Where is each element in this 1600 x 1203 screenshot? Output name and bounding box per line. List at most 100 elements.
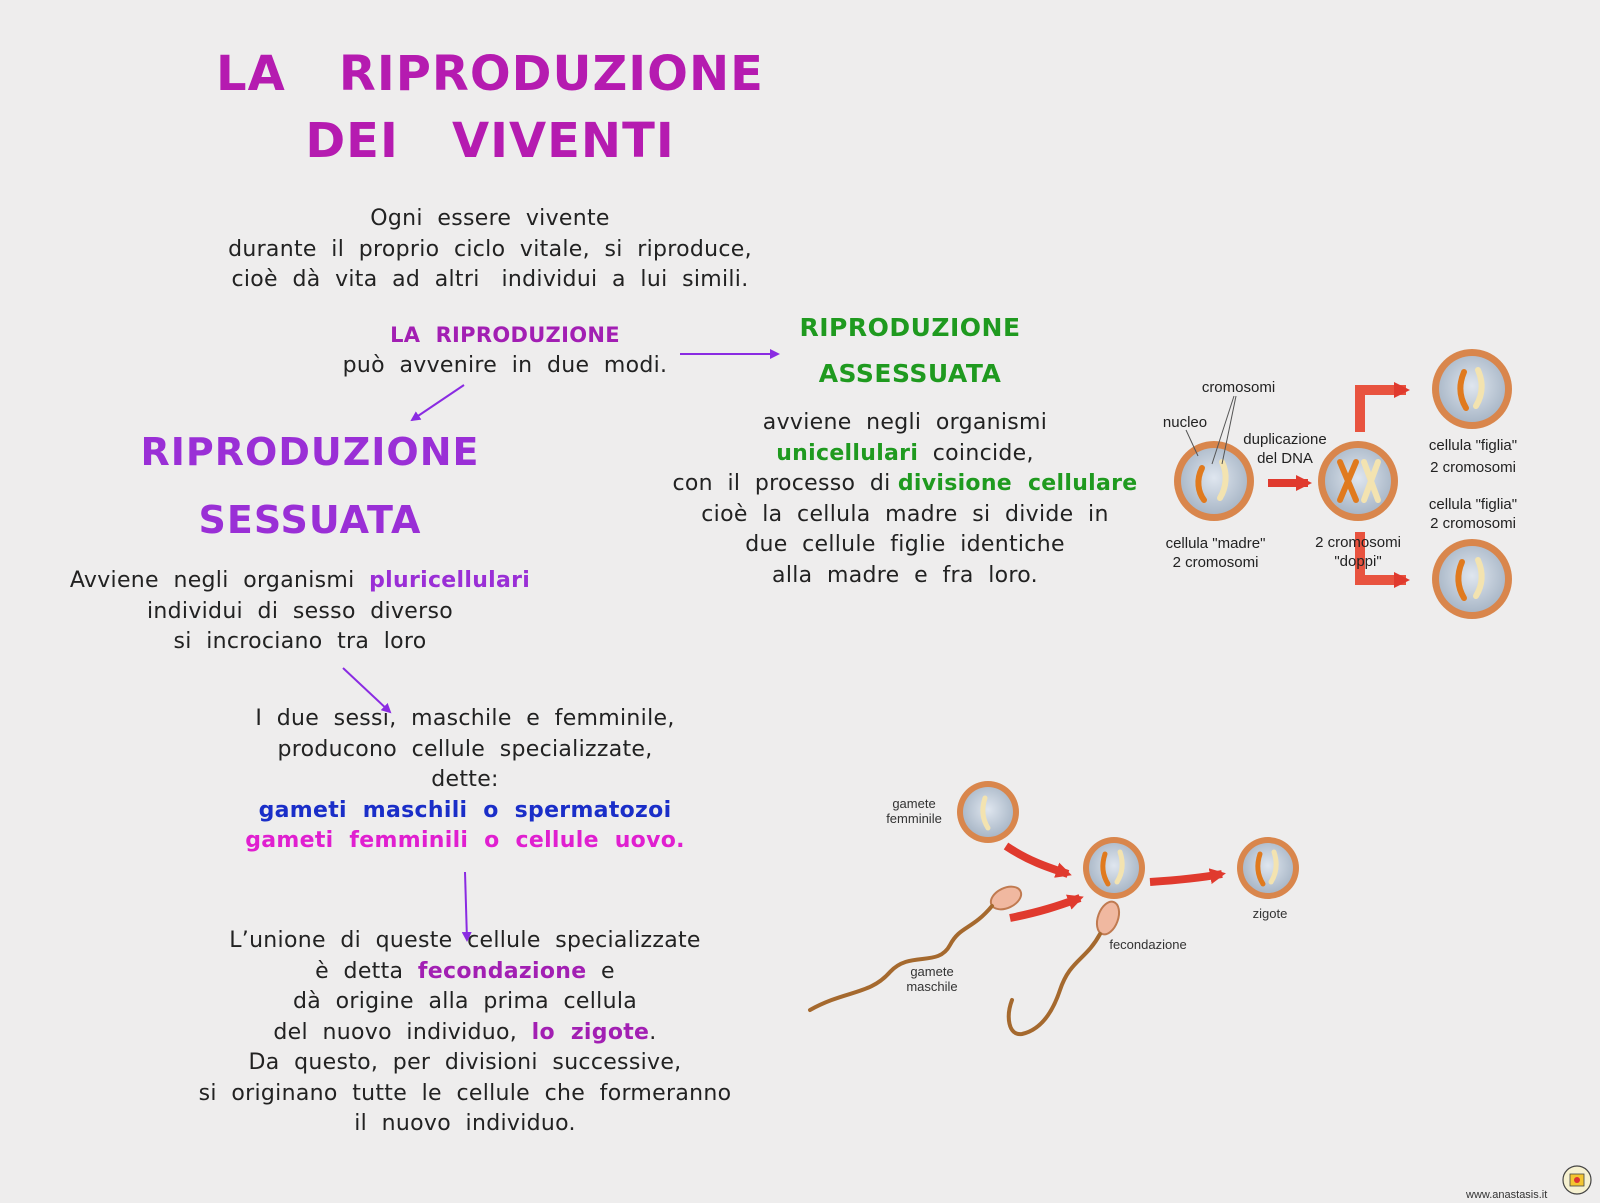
intro-line: cioè dà vita ad altri individui a lui si… <box>231 267 749 292</box>
label-cromosomi-doppi: 2 cromosomi "doppi" <box>1298 533 1418 571</box>
asexual-heading-line-1: RIPRODUZIONE <box>799 313 1021 342</box>
asexual-line: avviene negli organismi <box>762 410 1048 435</box>
union-line: è detta fecondazione e <box>160 957 770 988</box>
fertilization-arrow <box>1009 894 1084 922</box>
union-line: del nuovo individuo, lo zigote. <box>160 1018 770 1049</box>
gametes-line: I due sessi, maschile e femminile, <box>255 706 675 731</box>
label-doppi-line-1: 2 cromosomi <box>1315 534 1401 551</box>
label-figlia-top-line-1: cellula "figlia" <box>1428 437 1518 454</box>
sexual-heading-line-1: RIPRODUZIONE <box>140 430 480 474</box>
sexual-line: individui di sesso diverso <box>146 598 453 624</box>
fertilization-diagram <box>808 781 1299 1037</box>
asexual-heading-line-2: ASSESSUATA <box>818 359 1002 388</box>
daughter-cell-bottom-icon <box>1432 539 1512 619</box>
two-ways-block: LA RIPRODUZIONE può avvenire in due modi… <box>305 320 705 381</box>
footer-site: www.anastasis.it <box>1466 1189 1548 1201</box>
label-madre-line-2: 2 cromosomi <box>1172 554 1259 571</box>
male-gamete-entering-icon <box>1006 900 1121 1037</box>
label-zigote: zigote <box>1252 906 1288 921</box>
union-line-post: e <box>586 958 615 984</box>
label-duplicazione: duplicazione del DNA <box>1230 430 1340 468</box>
gametes-paragraph: I due sessi, maschile e femminile, produ… <box>190 704 740 857</box>
union-paragraph: L’unione di queste cellule specializzate… <box>160 926 770 1140</box>
intro-line: Ogni essere vivente <box>370 206 610 231</box>
label-cellula-figlia-bottom: cellula "figlia" 2 cromosomi <box>1408 495 1538 533</box>
label-cromosomi: cromosomi <box>1201 379 1276 396</box>
label-madre-line-1: cellula "madre" <box>1165 535 1266 552</box>
doubled-chromosome-cell-icon <box>1318 441 1398 521</box>
union-line: dà origine alla prima cellula <box>292 989 638 1014</box>
label-fecondazione: fecondazione <box>1109 937 1187 952</box>
daughter-cell-top-icon <box>1432 349 1512 429</box>
zygote-icon <box>1237 837 1299 899</box>
female-gametes: gameti femminili o cellule uovo. <box>245 828 685 853</box>
label-gamete-f-line-2: femminile <box>886 811 942 826</box>
gametes-line: dette: <box>431 767 499 792</box>
sexual-heading-line-2: SESSUATA <box>198 498 422 542</box>
label-duplicazione-line-2: del DNA <box>1257 450 1313 467</box>
asexual-keyword: divisione cellulare <box>897 471 1138 496</box>
union-line: il nuovo individuo. <box>354 1111 576 1136</box>
asexual-paragraph: avviene negli organismi unicellulari coi… <box>640 408 1170 591</box>
intro-line: durante il proprio ciclo vitale, si ripr… <box>228 236 752 262</box>
label-gamete-femminile: gamete femminile <box>874 796 954 826</box>
label-cellula-figlia-top: cellula "figlia" 2 cromosomi <box>1408 436 1538 477</box>
label-gamete-maschile: gamete maschile <box>892 964 972 994</box>
arrow-to-union <box>461 871 472 942</box>
intro-paragraph: Ogni essere vivente durante il proprio c… <box>170 204 810 296</box>
two-ways-heading: LA RIPRODUZIONE <box>390 323 620 347</box>
female-gamete-icon <box>957 781 1019 843</box>
union-line-pre: del nuovo individuo, <box>273 1019 532 1045</box>
arrow-to-gametes <box>342 667 392 714</box>
label-gamete-f-line-1: gamete <box>892 796 936 811</box>
sexual-heading: RIPRODUZIONE SESSUATA <box>110 418 510 554</box>
asexual-line: con il processo di divisione cellulare <box>640 469 1170 500</box>
mother-cell-icon <box>1174 441 1254 521</box>
two-ways-text: può avvenire in due modi. <box>342 352 668 378</box>
asexual-line: cioè la cellula madre si divide in <box>701 501 1109 527</box>
asexual-line: alla madre e fra loro. <box>772 562 1038 588</box>
sexual-line: Avviene negli organismi pluricellulari <box>30 566 570 597</box>
label-gamete-m-line-1: gamete <box>910 964 954 979</box>
supermappe-logo-icon <box>1562 1165 1592 1195</box>
union-line: L’unione di queste cellule specializzate <box>229 928 701 953</box>
sexual-paragraph: Avviene negli organismi pluricellulari i… <box>30 566 570 658</box>
arrow-to-sexual <box>410 384 465 422</box>
asexual-line-rest: coincide, <box>918 440 1034 466</box>
label-doppi-line-2: "doppi" <box>1334 553 1382 570</box>
asexual-line: due cellule figlie identiche <box>745 532 1065 557</box>
zygote-arrow <box>1149 868 1226 886</box>
label-nucleo: nucleo <box>1162 414 1208 431</box>
union-line: si originano tutte le cellule che former… <box>198 1080 732 1106</box>
split-arrow <box>1355 532 1410 588</box>
label-figlia-top-line-2: 2 cromosomi <box>1430 459 1516 476</box>
title-line-1: LA RIPRODUZIONE <box>216 46 764 102</box>
label-duplicazione-line-1: duplicazione <box>1243 431 1327 448</box>
union-keyword: lo zigote <box>531 1019 650 1045</box>
sexual-keyword: pluricellulari <box>369 568 531 593</box>
page-title: LA RIPRODUZIONE DEI VIVENTI <box>190 42 790 173</box>
label-gamete-m-line-2: maschile <box>906 979 958 994</box>
label-figlia-bottom-line-2: 2 cromosomi <box>1430 515 1516 532</box>
fertilization-arrow <box>1003 842 1072 878</box>
male-gametes: gameti maschili o spermatozoi <box>258 797 672 823</box>
asexual-keyword: unicellulari <box>776 440 919 466</box>
asexual-line: unicellulari coincide, <box>640 439 1170 470</box>
asexual-heading: RIPRODUZIONE ASSESSUATA <box>750 305 1070 397</box>
gametes-line: producono cellule specializzate, <box>277 736 653 762</box>
sexual-line-pre: Avviene negli organismi <box>69 568 370 593</box>
male-gamete-icon <box>808 885 1023 1012</box>
asexual-line-pre: con il processo di <box>672 471 898 496</box>
union-line: Da questo, per divisioni successive, <box>248 1050 682 1075</box>
label-figlia-bottom-line-1: cellula "figlia" <box>1428 496 1518 513</box>
sexual-line: si incrociano tra loro <box>173 629 427 654</box>
cell-division-diagram <box>1174 349 1512 619</box>
title-line-2: DEI VIVENTI <box>305 113 675 169</box>
fertilized-cell-icon <box>1083 837 1145 899</box>
label-cellula-madre: cellula "madre" 2 cromosomi <box>1148 534 1283 572</box>
union-line-pre: è detta <box>315 958 418 984</box>
union-keyword: fecondazione <box>417 958 587 984</box>
split-arrow <box>1355 382 1410 432</box>
union-line-post: . <box>649 1019 657 1045</box>
